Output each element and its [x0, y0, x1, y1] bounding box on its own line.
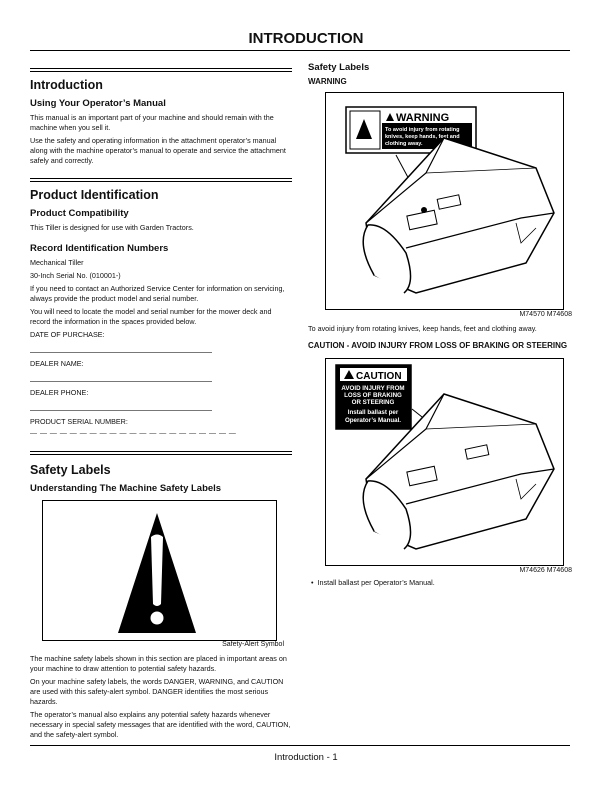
section-rule: [30, 451, 292, 455]
caution-label: CAUTION - AVOID INJURY FROM LOSS OF BRAK…: [308, 341, 568, 350]
product-heading: Product Identification: [30, 188, 159, 202]
safety-paragraph-3: The operator’s manual also explains any …: [30, 710, 291, 739]
dealer-phone-label: DEALER PHONE:: [30, 388, 89, 397]
warning-sign-line-2: knives, keep hands, feet and: [385, 134, 460, 140]
caution-sign-title: CAUTION: [356, 371, 402, 382]
warning-label: WARNING: [308, 77, 347, 86]
warning-sign-line-1: To avoid injury from rotating: [385, 127, 459, 133]
caution-sign-line-5: Operator’s Manual.: [345, 417, 401, 424]
caution-triangle-icon: [344, 370, 354, 379]
right-column: Safety Labels WARNING WARNING To avoid i…: [308, 62, 572, 591]
safety-paragraph-2: On your machine safety labels, the words…: [30, 677, 284, 706]
compat-subheading: Product Compatibility: [30, 208, 129, 219]
product-paragraph-2: You will need to locate the model and se…: [30, 307, 272, 326]
caution-figure: CAUTION AVOID INJURY FROM LOSS OF BRAKIN…: [325, 358, 564, 566]
figure-1-number: M74570 M74608: [519, 311, 572, 318]
tiller-illustration: WARNING To avoid injury from rotating kn…: [345, 106, 555, 294]
date-of-purchase-label: DATE OF PURCHASE:: [30, 330, 105, 339]
warning-sign-title: WARNING: [396, 112, 449, 124]
intro-heading: Introduction: [30, 78, 103, 92]
tiller-illustration-2: CAUTION AVOID INJURY FROM LOSS OF BRAKIN…: [335, 364, 555, 550]
caution-sign-line-1: AVOID INJURY FROM: [341, 385, 404, 392]
intro-paragraph-1: This manual is an important part of your…: [30, 113, 274, 132]
serial-number-label: PRODUCT SERIAL NUMBER:: [30, 417, 128, 426]
page-footer: Introduction - 1: [274, 752, 338, 763]
safety-heading: Safety Labels: [30, 463, 111, 477]
dealer-name-field[interactable]: [30, 372, 212, 382]
dealer-phone-field[interactable]: [30, 401, 212, 411]
warning-sign-line-3: clothing away.: [385, 141, 423, 147]
figure-1-caption: To avoid injury from rotating knives, ke…: [308, 324, 537, 333]
title-rule: [30, 50, 570, 51]
manual-subheading: Using Your Operator’s Manual: [30, 98, 166, 109]
caution-sign-line-4: Install ballast per: [348, 409, 399, 416]
warning-figure: WARNING To avoid injury from rotating kn…: [325, 92, 564, 310]
right-safety-heading: Safety Labels: [308, 62, 370, 73]
caution-sign-line-2: LOSS OF BRAKING: [344, 392, 402, 399]
footer-rule: [30, 745, 570, 746]
page-title: INTRODUCTION: [248, 30, 364, 47]
serial-range: 30-Inch Serial No. (010001-): [30, 271, 121, 280]
section-rule: [30, 178, 292, 182]
left-column: Introduction Using Your Operator’s Manua…: [30, 62, 292, 743]
dealer-name-label: DEALER NAME:: [30, 359, 84, 368]
bullet-ballast: Install ballast per Operator’s Manual.: [308, 578, 572, 588]
safety-alert-figure: [42, 500, 277, 641]
serial-number-field[interactable]: — — — — — — — — — — — — — — — — — — — — …: [30, 430, 237, 437]
symbol-caption: Safety-Alert Symbol: [222, 641, 284, 648]
intro-paragraph-2: Use the safety and operating information…: [30, 136, 286, 165]
compat-text: This Tiller is designed for use with Gar…: [30, 223, 194, 232]
section-rule: [30, 68, 292, 72]
caution-sign-line-3: OR STEERING: [352, 399, 395, 406]
safety-paragraph-1: The machine safety labels shown in this …: [30, 654, 287, 673]
warning-triangle-icon: [386, 113, 394, 121]
safety-alert-icon: [118, 513, 196, 633]
safety-subheading: Understanding The Machine Safety Labels: [30, 483, 222, 494]
product-paragraph-1: If you need to contact an Authorized Ser…: [30, 284, 285, 303]
date-of-purchase-field[interactable]: [30, 343, 212, 353]
figure-2-number: M74626 M74608: [519, 567, 572, 574]
record-subheading: Record Identification Numbers: [30, 243, 169, 254]
model-name: Mechanical Tiller: [30, 258, 84, 267]
